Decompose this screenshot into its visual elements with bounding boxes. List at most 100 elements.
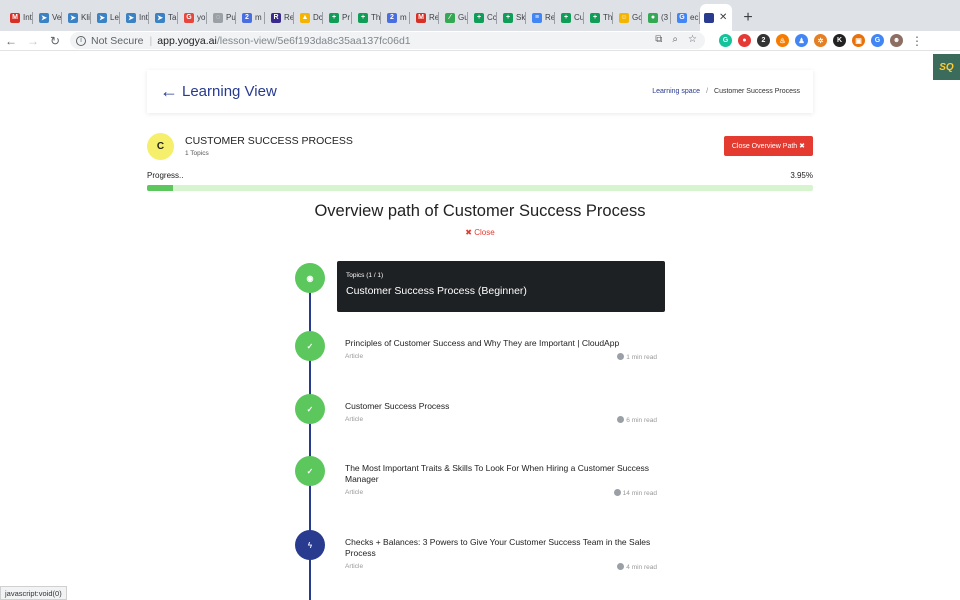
url-host: app.yogya.ai — [157, 34, 217, 47]
browser-tab[interactable]: ≡Re — [526, 4, 555, 31]
article-item[interactable]: Checks + Balances: 3 Powers to Give Your… — [345, 537, 657, 571]
bookmark-star-icon[interactable]: ☆ — [688, 34, 697, 45]
browser-tab-label: yo — [197, 13, 206, 22]
overview-close-label[interactable]: ✖ Close — [465, 228, 495, 237]
page-title: Learning View — [182, 83, 277, 100]
google-icon: G — [677, 12, 687, 23]
square-ext-icon[interactable]: ▣ — [852, 34, 865, 47]
browser-tab-label: Cu — [574, 13, 584, 22]
reload-button[interactable]: ↻ — [49, 33, 61, 48]
browser-tab[interactable]: +Th — [584, 4, 613, 31]
sheets-icon: + — [503, 12, 513, 23]
learning-view-header: ← Learning View Learning space / Custome… — [147, 70, 813, 113]
grammarly-icon[interactable]: G — [719, 34, 732, 47]
browser-tab[interactable]: ⁄Gu — [439, 4, 468, 31]
gear-ext-icon[interactable]: ✲ — [814, 34, 827, 47]
browser-tab[interactable]: +Sk — [497, 4, 526, 31]
browser-tab[interactable]: ◌Pu — [207, 4, 236, 31]
read-time: 14 min read — [613, 489, 657, 497]
new-tab-button[interactable]: + — [743, 8, 753, 26]
article-item[interactable]: Principles of Customer Success and Why T… — [345, 338, 657, 361]
clock-icon — [617, 353, 625, 360]
close-overview-path-button[interactable]: Close Overview Path ✖ — [723, 136, 813, 156]
browser-tab[interactable]: +Pr — [323, 4, 352, 31]
profile-avatar-icon[interactable]: ☻ — [890, 34, 903, 47]
article-type: Article — [345, 416, 364, 423]
timeline-node[interactable]: ✓ — [295, 331, 325, 361]
read-time-label: 14 min read — [622, 490, 657, 497]
fire-icon[interactable]: ♨ — [776, 34, 789, 47]
open-in-app-icon[interactable]: ⧉ — [655, 34, 663, 45]
browser-tab[interactable]: ➤Kli — [62, 4, 91, 31]
browser-tab[interactable]: ☺Gc — [613, 4, 642, 31]
number-badge-icon: 2 — [387, 12, 397, 23]
number-badge-icon: 2 — [242, 12, 252, 23]
info-icon[interactable]: i — [76, 35, 86, 46]
person-icon[interactable]: ♟ — [795, 34, 808, 47]
address-separator: | — [149, 34, 153, 47]
article-type: Article — [345, 489, 364, 496]
breadcrumb-learning-space[interactable]: Learning space — [652, 88, 701, 95]
browser-tab[interactable]: ➤Le — [91, 4, 120, 31]
article-title[interactable]: The Most Important Traits & Skills To Lo… — [345, 463, 650, 484]
back-button[interactable]: ← — [5, 33, 17, 48]
article-title[interactable]: Principles of Customer Success and Why T… — [345, 338, 620, 348]
close-tab-icon[interactable]: ✕ — [719, 12, 728, 23]
timeline-node-topic[interactable]: ◉ — [295, 263, 325, 293]
topic-title: Customer Success Process (Beginner) — [346, 285, 527, 297]
browser-tab-label: Gc — [632, 13, 642, 22]
article-item[interactable]: The Most Important Traits & Skills To Lo… — [345, 463, 657, 497]
gmail-icon: M — [10, 12, 20, 23]
adblock-icon[interactable]: ● — [738, 34, 751, 47]
browser-tab-label: Kli — [81, 13, 90, 22]
topic-card[interactable]: Topics (1 / 1) Customer Success Process … — [337, 261, 665, 312]
course-avatar: C — [147, 132, 174, 160]
article-title[interactable]: Checks + Balances: 3 Powers to Give Your… — [345, 537, 651, 558]
breadcrumb-current: Customer Success Process — [714, 88, 800, 95]
browser-tab[interactable]: ➤Ta — [149, 4, 178, 31]
article-type: Article — [345, 353, 364, 360]
chart-badge-icon[interactable]: 2 — [757, 34, 770, 47]
browser-tab-active[interactable]: ✕ — [700, 4, 732, 31]
article-title[interactable]: Customer Success Process — [345, 401, 450, 411]
browser-tab[interactable]: ●(3 — [642, 4, 671, 31]
browser-tab[interactable]: +Th — [352, 4, 381, 31]
address-bar[interactable]: i Not Secure | app.yogya.ai /lesson-view… — [70, 32, 705, 49]
clock-icon — [617, 563, 625, 570]
browser-tab-label: Sk — [516, 13, 526, 22]
browser-tab[interactable]: +Cu — [555, 4, 584, 31]
browser-tab[interactable]: ➤Ve — [33, 4, 62, 31]
check-icon: ✓ — [306, 341, 314, 351]
timeline-node[interactable]: ✓ — [295, 394, 325, 424]
check-icon: ✓ — [306, 466, 314, 476]
read-time-label: 4 min read — [626, 564, 657, 571]
clock-icon — [613, 489, 621, 496]
gp-icon[interactable]: G — [871, 34, 884, 47]
browser-tab[interactable]: ▲Dc — [294, 4, 323, 31]
browser-tab[interactable]: +Cc — [468, 4, 497, 31]
browser-tab-label: Dc — [313, 13, 323, 22]
overview-close-link[interactable]: ✖ Close — [0, 228, 960, 237]
back-arrow-icon[interactable]: ← — [160, 81, 178, 101]
sq-extension-badge[interactable]: SQ — [933, 54, 960, 80]
forward-button[interactable]: → — [27, 33, 39, 48]
sheets-icon: + — [474, 12, 484, 23]
zoom-icon[interactable]: ⌕ — [672, 34, 679, 45]
browser-tab-label: m — [400, 13, 407, 22]
target-icon: ◉ — [306, 273, 314, 283]
k-icon[interactable]: K — [833, 34, 846, 47]
timeline-node[interactable]: ✓ — [295, 456, 325, 486]
timeline-node[interactable]: ϟ — [295, 530, 325, 560]
browser-menu-icon[interactable]: ⋮ — [911, 33, 923, 48]
browser-tab[interactable]: ➤Int — [120, 4, 149, 31]
